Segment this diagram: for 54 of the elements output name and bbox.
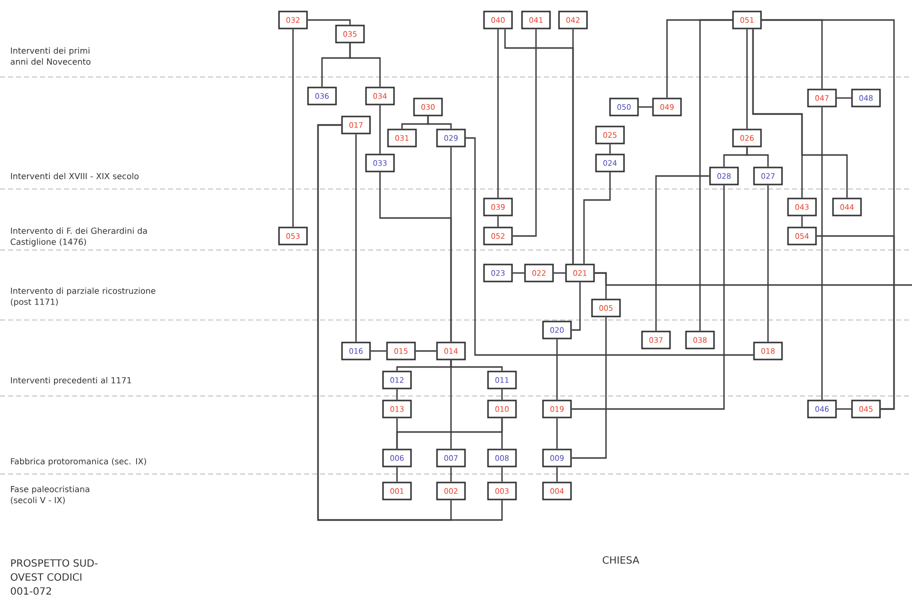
connector-line bbox=[572, 282, 581, 331]
connector-line bbox=[416, 350, 436, 352]
connector-line bbox=[609, 144, 611, 154]
layer-label: Interventi dei primi anni del Novecento bbox=[10, 47, 90, 65]
connector-line bbox=[572, 185, 725, 410]
connector-line bbox=[355, 134, 357, 342]
layer-label: Interventi del XVIII - XIX secolo bbox=[11, 172, 139, 180]
connector-line bbox=[572, 317, 607, 459]
connector-line bbox=[746, 147, 769, 167]
connector-line bbox=[349, 43, 381, 87]
connector-line bbox=[466, 137, 754, 356]
connector-line bbox=[836, 408, 852, 410]
connector-line bbox=[497, 216, 499, 227]
layer-label: Fabbrica protoromanica (sec. IX) bbox=[11, 458, 146, 466]
connector-line bbox=[512, 29, 537, 237]
connector-line bbox=[317, 124, 503, 521]
connector-line bbox=[450, 147, 452, 342]
connector-line bbox=[370, 350, 386, 352]
connector-line bbox=[450, 360, 452, 449]
connector-line bbox=[556, 418, 558, 449]
connector-line bbox=[746, 29, 748, 129]
layer-label: Intervento di parziale ricostruzione (post 1171) bbox=[10, 287, 156, 306]
connector-line bbox=[450, 467, 452, 482]
connector-line bbox=[836, 97, 852, 99]
connector-line bbox=[501, 467, 503, 482]
layer-label: Interventi precedenti al 1171 bbox=[11, 376, 132, 385]
layer-label: Intervento di F. dei Gherardini da Castiglione (1476) bbox=[10, 227, 147, 246]
connector-line bbox=[501, 418, 503, 449]
connector-line bbox=[638, 106, 652, 108]
connector-line bbox=[396, 389, 398, 400]
connector-line bbox=[801, 216, 803, 227]
connector-line bbox=[655, 175, 710, 331]
connector-line bbox=[821, 107, 823, 400]
connector-line bbox=[583, 172, 611, 264]
connector-line bbox=[752, 29, 848, 198]
connector-line bbox=[556, 467, 558, 482]
connector-line bbox=[379, 105, 381, 154]
connector-line bbox=[501, 389, 503, 400]
connector-line bbox=[666, 19, 732, 98]
connector-line bbox=[292, 29, 294, 227]
connector-line bbox=[767, 185, 769, 342]
connector-line bbox=[594, 272, 912, 286]
title-text: CHIESA bbox=[602, 556, 640, 564]
connector-line bbox=[497, 29, 499, 198]
connector-line bbox=[816, 235, 895, 410]
connector-line bbox=[572, 29, 574, 264]
connector-line bbox=[554, 272, 566, 274]
connector-line bbox=[308, 19, 351, 25]
layer-label: Fase paleocristiana (secoli V - IX) bbox=[10, 486, 90, 504]
connector-line bbox=[396, 467, 398, 482]
title-text: PROSPETTO SUD-OVEST CODICI 001-072 bbox=[10, 559, 98, 595]
connector-line bbox=[556, 339, 558, 400]
connector-line bbox=[512, 272, 524, 274]
connector-line bbox=[427, 116, 452, 129]
